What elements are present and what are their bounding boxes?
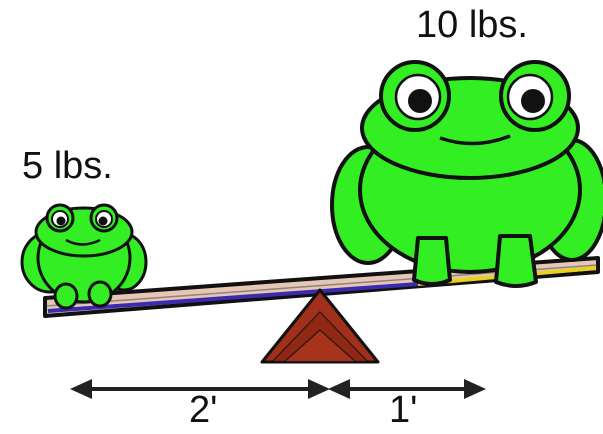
big-frog [330, 60, 603, 288]
small-frog [20, 203, 148, 310]
fulcrum-triangle [260, 288, 380, 364]
big-frog-weight-label: 10 lbs. [416, 4, 528, 46]
left-distance-label: 2' [189, 389, 218, 431]
small-frog-weight-label: 5 lbs. [22, 145, 113, 187]
right-distance-arrow [328, 379, 486, 399]
left-distance-arrow [70, 379, 330, 399]
right-distance-label: 1' [389, 389, 418, 431]
